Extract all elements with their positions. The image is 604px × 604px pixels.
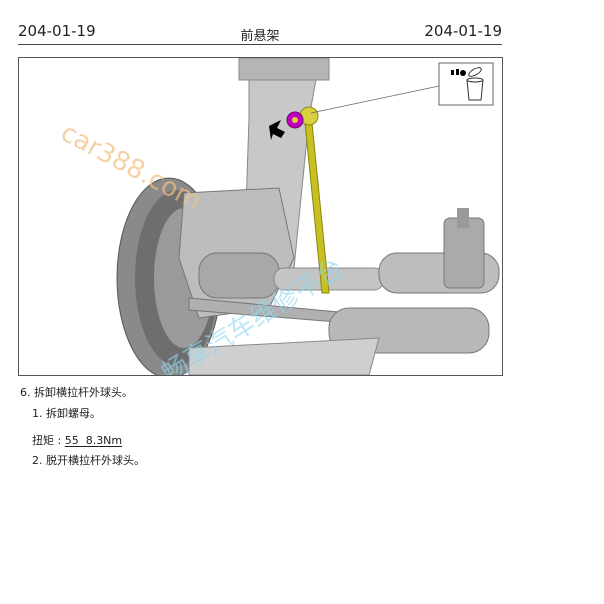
discard-icon-box (438, 62, 494, 106)
section-number-left: 204-01-19 (18, 22, 96, 40)
suspension-illustration: car388.com 畅享汽车维修平台 (18, 57, 503, 376)
torque-spec: 扭矩 : 55 8.3Nm (32, 432, 122, 448)
page-header: 204-01-19 前悬架 204-01-19 (18, 20, 502, 45)
suspension-drawing: car388.com 畅享汽车维修平台 (56, 58, 500, 375)
section-number-right: 204-01-19 (424, 22, 502, 40)
substep-2: 2. 脱开横拉杆外球头。 (32, 454, 145, 467)
watermark-car388: car388.com (56, 118, 206, 217)
trash-can-icon (451, 67, 484, 101)
page-title: 前悬架 (240, 29, 280, 44)
step-6: 6. 拆卸横拉杆外球头。 (20, 386, 133, 399)
substep-1: 1. 拆卸螺母。 (32, 407, 101, 420)
torque-label: 扭矩 : (32, 434, 65, 447)
torque-value: 55 8.3Nm (64, 434, 123, 447)
